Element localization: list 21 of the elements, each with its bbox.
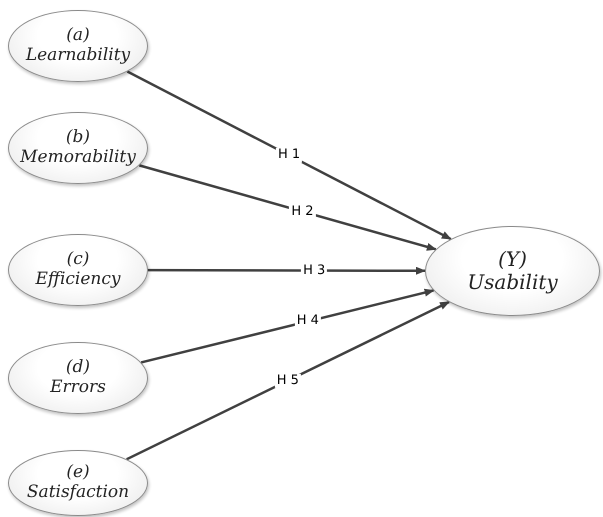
node-label: Learnability [26,46,130,66]
arrow [138,164,437,251]
edge-label: H 4 [294,314,321,329]
node-index: (b) [66,128,90,148]
node-label: Usability [467,271,558,294]
arrow [140,288,435,364]
node-index: (d) [66,358,90,378]
arrow [126,70,452,240]
node-index: (c) [66,250,90,270]
node-label: Errors [50,378,106,398]
node-label: Efficiency [36,270,120,290]
node-label: Memorability [20,148,136,168]
node-label: Satisfaction [26,483,130,503]
node-index: (a) [66,26,90,46]
edge-label: H 5 [274,373,301,388]
edge-label: H 1 [276,148,302,162]
arrow [148,266,426,275]
arrow [126,300,450,460]
node-index: (Y) [498,248,527,271]
edge-label: H 2 [289,204,316,219]
node-index: (e) [66,463,90,483]
